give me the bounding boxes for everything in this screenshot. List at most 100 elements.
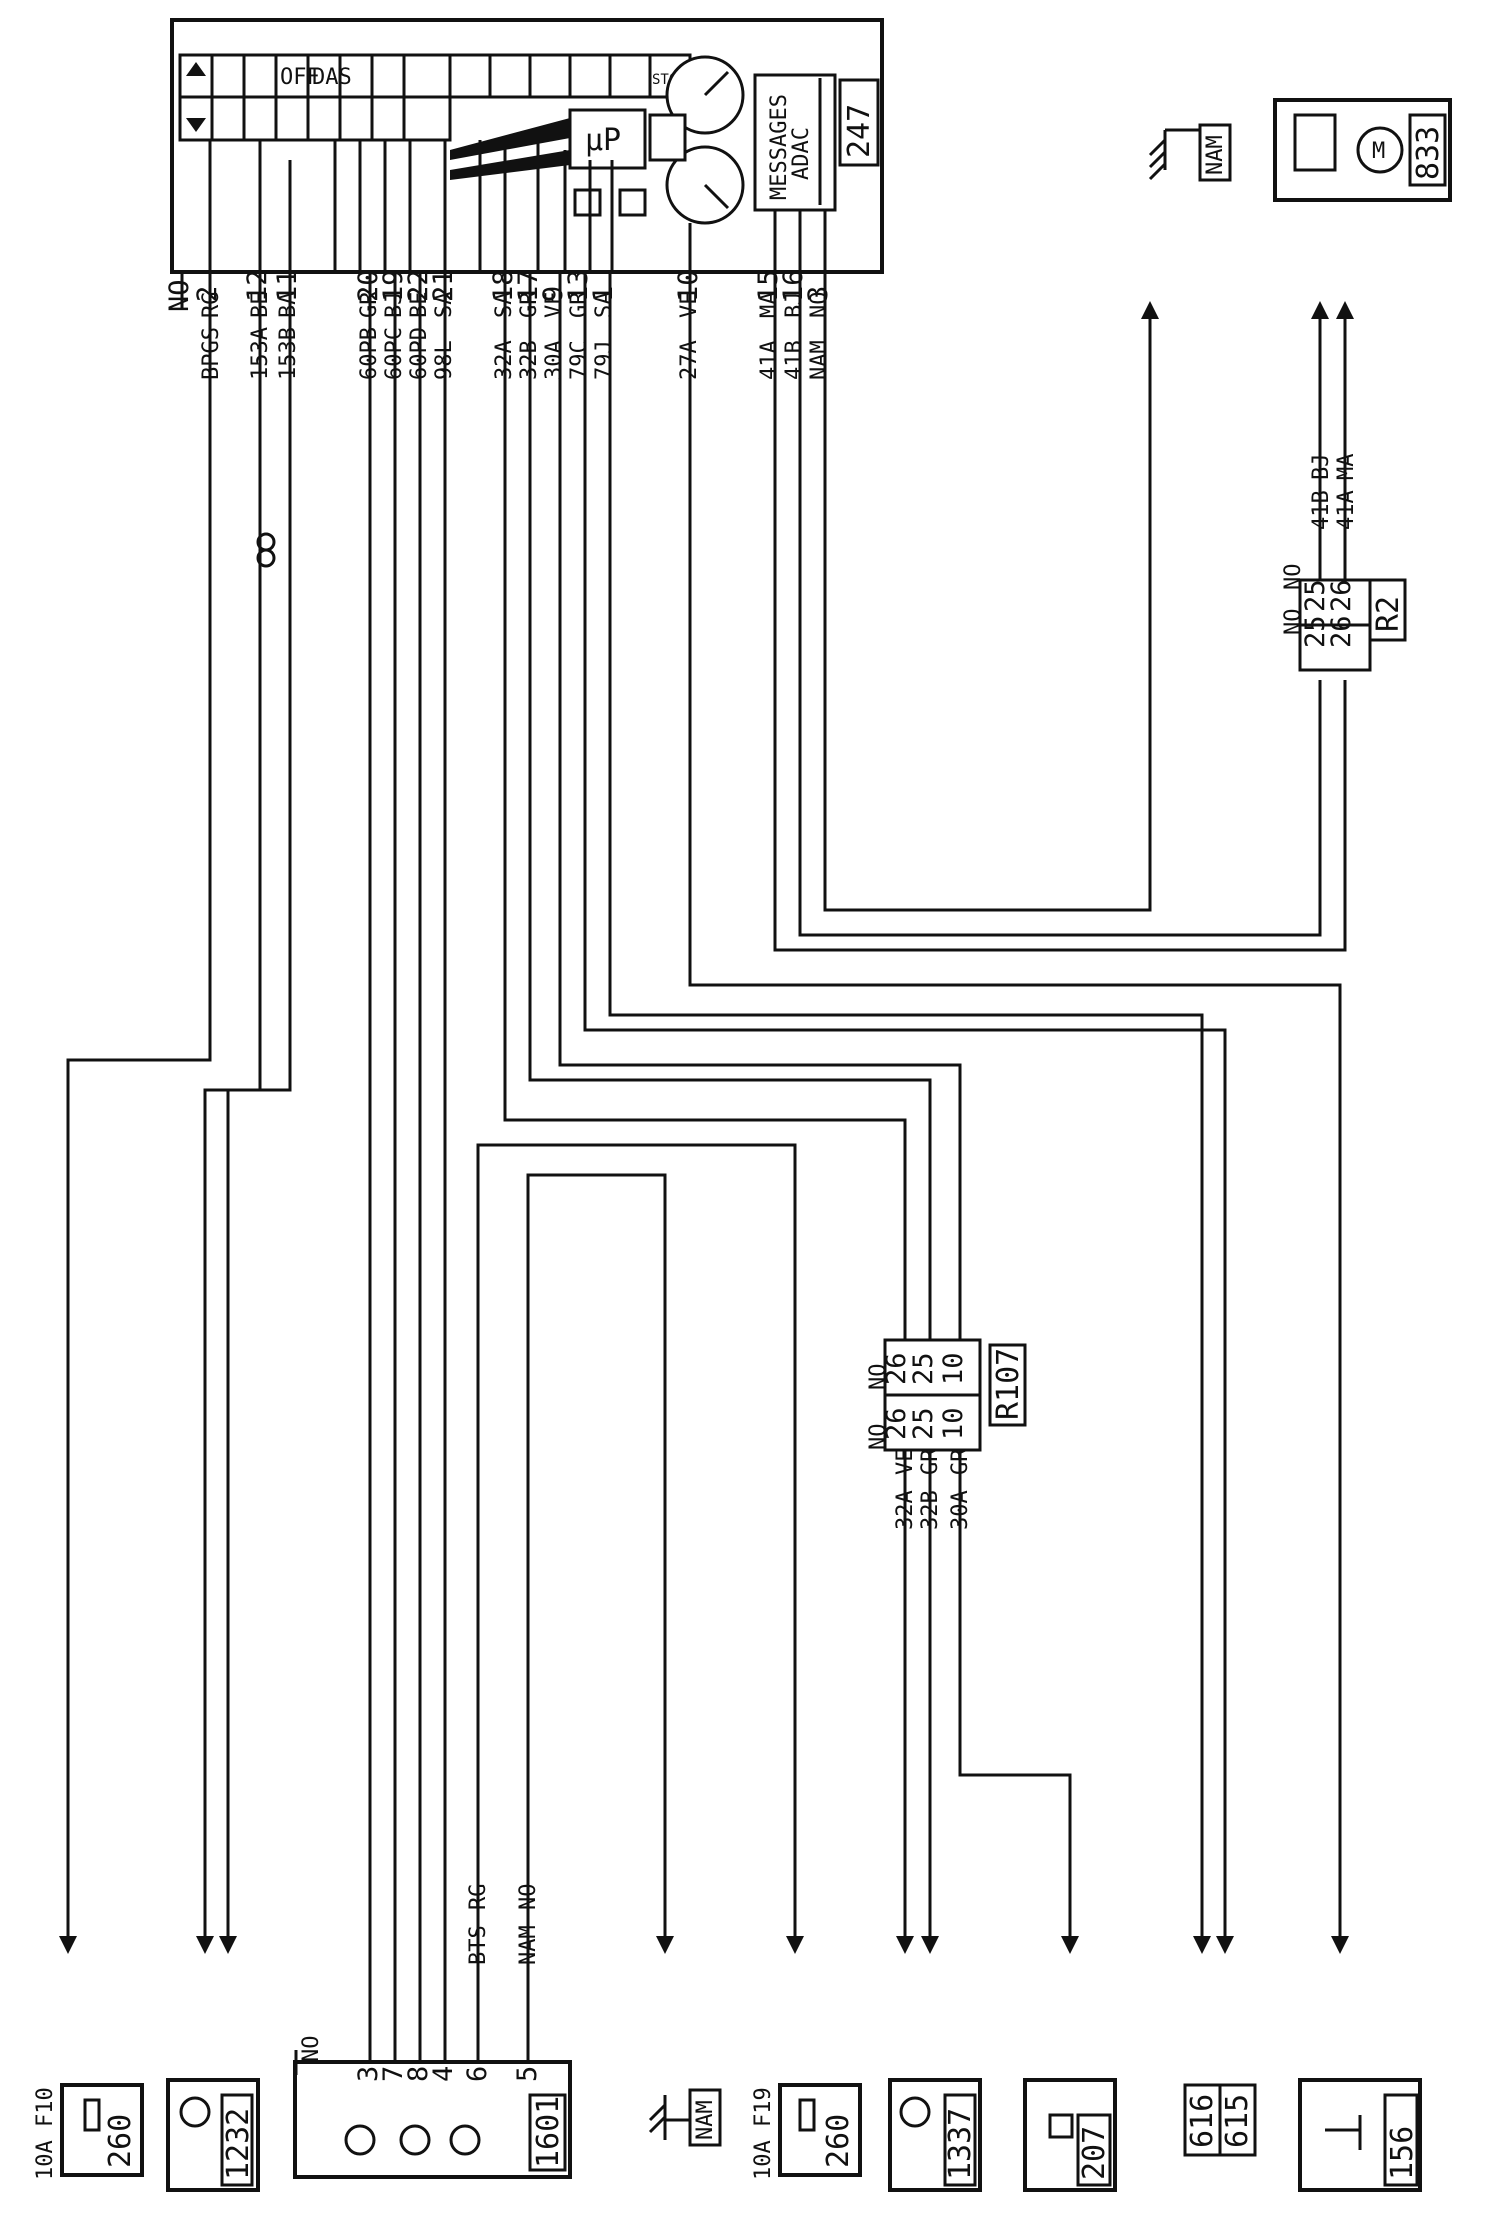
wire-color: SA bbox=[592, 292, 617, 319]
fuse-f10-id: 260 bbox=[103, 2114, 138, 2168]
comp-1601-pin: 3 bbox=[353, 2066, 384, 2082]
comp-1601-pin: 6 bbox=[462, 2066, 493, 2082]
connector-r2: 25 26 25 26 NO NO R2 41B BJ 41A MA bbox=[1281, 454, 1407, 672]
r2-right-pin: 26 bbox=[1326, 615, 1357, 648]
wire-code: 30A bbox=[542, 340, 567, 380]
thermal-switch-icon bbox=[1293, 113, 1337, 172]
r107-top-pin: 10 bbox=[938, 1352, 969, 1385]
component-1337: 1337 bbox=[888, 2078, 982, 2192]
r2-header-right: NO bbox=[1281, 564, 1306, 591]
lamp-icon bbox=[399, 2124, 431, 2156]
cluster-id: 247 bbox=[842, 104, 877, 158]
lamp-icon bbox=[449, 2124, 481, 2156]
comp-1601-ground: NO bbox=[299, 2036, 324, 2063]
cluster-wire-labels: BPGS RG 153A BE 153B BA 60PB GR 60PC BJ … bbox=[199, 291, 832, 380]
wire-code: NAM bbox=[807, 340, 832, 380]
r107-wire-color: GR bbox=[948, 1448, 973, 1475]
wire-code: 41A bbox=[757, 340, 782, 380]
ground-nam-top: NAM bbox=[1148, 123, 1232, 182]
r107-top-pin: 25 bbox=[908, 1352, 939, 1385]
r107-top-pin: 26 bbox=[881, 1352, 912, 1385]
r2-left-pin: 25 bbox=[1300, 579, 1331, 612]
wire-color: NO bbox=[807, 292, 832, 319]
warning-lamp-grid: OFF DAS STOP bbox=[178, 53, 692, 142]
r107-wire-code: 30A bbox=[948, 1490, 973, 1530]
r107-id: R107 bbox=[991, 1348, 1026, 1420]
instrument-cluster-247: OFF DAS STOP μP MESSAGES ADAC 247 bbox=[170, 18, 884, 274]
cluster-icon-label-das: DAS bbox=[312, 65, 352, 90]
wire-color: VE bbox=[542, 292, 567, 319]
comp-1601-pin: 8 bbox=[403, 2066, 434, 2082]
message-display bbox=[753, 73, 837, 212]
sensor-icon bbox=[1048, 2113, 1074, 2139]
wire-code: 41B bbox=[782, 340, 807, 380]
wire-code: 79J bbox=[592, 340, 617, 380]
display-text-adac: ADAC bbox=[789, 127, 814, 180]
r107-header-right: NO bbox=[866, 1364, 891, 1391]
r107-wire-code: 32A bbox=[893, 1490, 918, 1530]
r107-wire-code: 32B bbox=[918, 1490, 943, 1530]
switch-icon bbox=[899, 2096, 931, 2128]
ground-nam-bottom: NAM bbox=[648, 2088, 722, 2147]
microprocessor-label: μP bbox=[585, 123, 621, 158]
ground-nam-top-label: NAM bbox=[1203, 135, 1228, 175]
cluster-ground-label: NO bbox=[164, 279, 195, 312]
r2-wire-code: 41A bbox=[1334, 490, 1359, 530]
lamp-icon bbox=[344, 2124, 376, 2156]
r107-bottom-pin: 26 bbox=[881, 1407, 912, 1440]
ground-nam-bottom-label: NAM bbox=[693, 2100, 718, 2140]
wire-color: GR bbox=[567, 291, 592, 318]
comp-1601-pin: 7 bbox=[378, 2066, 409, 2082]
component-207: 207 bbox=[1023, 2078, 1117, 2192]
comp-207-id: 207 bbox=[1077, 2126, 1112, 2180]
pin-label: 16 bbox=[778, 269, 809, 302]
connector-icon bbox=[648, 113, 687, 162]
fuse-icon bbox=[798, 2098, 816, 2132]
comp-1601-wire-color: RG bbox=[466, 1884, 491, 1911]
component-156: 156 bbox=[1298, 2078, 1422, 2192]
display-text-messages: MESSAGES bbox=[767, 94, 792, 200]
switch-icon bbox=[179, 2096, 211, 2128]
connector-r107: 26 25 10 26 25 10 NO NO R107 32A VE 32B … bbox=[866, 1338, 1027, 1530]
up-arrow-icon bbox=[186, 62, 206, 76]
r2-id: R2 bbox=[1371, 596, 1406, 632]
comp-1601-pin: 5 bbox=[512, 2066, 543, 2082]
pin-label: 13 bbox=[563, 269, 594, 302]
svg-text:M: M bbox=[1372, 139, 1385, 164]
fuse-f19-label: 10A F19 bbox=[751, 2087, 776, 2180]
comp-1601-id: 1601 bbox=[531, 2096, 566, 2168]
cluster-icon-label-off: OFF bbox=[280, 65, 320, 90]
r107-bottom-pin: 10 bbox=[938, 1407, 969, 1440]
down-arrow-icon bbox=[186, 118, 206, 132]
cluster-id-box bbox=[838, 78, 880, 167]
r107-wire-color: GR bbox=[918, 1448, 943, 1475]
fuse-f19-id: 260 bbox=[821, 2114, 856, 2168]
motor-icon bbox=[1356, 126, 1404, 174]
comp-616-id: 616 bbox=[1185, 2094, 1220, 2148]
r2-left-pin: 26 bbox=[1326, 579, 1357, 612]
wire-routes bbox=[59, 270, 1354, 2062]
r2-header-left: NO bbox=[1281, 609, 1306, 636]
fuse-icon bbox=[83, 2098, 101, 2132]
pin-label: 15 bbox=[753, 269, 784, 302]
fuse-f10-label: 10A F10 bbox=[33, 2087, 58, 2180]
wire-color: BJ bbox=[782, 292, 807, 319]
r2-wire-color: MA bbox=[1334, 454, 1359, 481]
motor-833-id: 833 bbox=[1411, 126, 1446, 180]
r107-header-left: NO bbox=[866, 1424, 891, 1451]
pin-label: 11 bbox=[272, 269, 303, 302]
buzzer-icon bbox=[618, 188, 647, 217]
r107-bottom-pin: 25 bbox=[908, 1407, 939, 1440]
r2-wire-code: 41B bbox=[1309, 490, 1334, 530]
comp-1601-wire-color: NO bbox=[516, 1884, 541, 1911]
comp-615-id: 615 bbox=[1220, 2094, 1255, 2148]
component-1232: 1232 bbox=[166, 2078, 260, 2192]
comp-1232-id: 1232 bbox=[221, 2108, 256, 2180]
r2-right-pin: 25 bbox=[1300, 615, 1331, 648]
fuse-260-f19: 10A F19 260 bbox=[751, 2083, 862, 2180]
r2-wire-color: BJ bbox=[1309, 454, 1334, 481]
comp-1601-pin: 4 bbox=[428, 2066, 459, 2082]
comp-156-id: 156 bbox=[1385, 2126, 1420, 2180]
component-1601: NO 3 7 8 4 6 5 1601 BTS RG NAM NO bbox=[293, 1884, 572, 2179]
